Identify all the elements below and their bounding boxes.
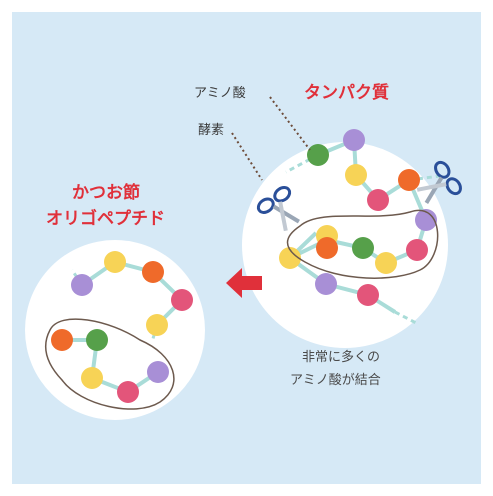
- amino-bead: [398, 169, 420, 191]
- amino-bead: [104, 251, 126, 273]
- amino-acid-label: アミノ酸: [194, 86, 246, 101]
- amino-bead: [352, 237, 374, 259]
- amino-bead: [117, 381, 139, 403]
- amino-bead: [279, 247, 301, 269]
- amino-bead: [345, 164, 367, 186]
- amino-bead: [315, 273, 337, 295]
- scissors-icon: [256, 186, 300, 232]
- enzyme-label: 酵素: [198, 123, 224, 138]
- product-title-line2: オリゴペプチド: [46, 208, 165, 229]
- amino-bead: [71, 274, 93, 296]
- oligopeptide-beads: [51, 251, 193, 403]
- amino-bead: [51, 329, 73, 351]
- amino-bead: [81, 367, 103, 389]
- amino-bead: [146, 314, 168, 336]
- amino-bead: [415, 209, 437, 231]
- protein-title: タンパク質: [304, 82, 389, 103]
- caption-line1: 非常に多くの: [302, 349, 380, 365]
- amino-bead: [343, 129, 365, 151]
- amino-bead: [142, 261, 164, 283]
- oligopeptide-outline: [286, 209, 439, 279]
- amino-bead: [367, 189, 389, 211]
- amino-leader: [269, 96, 311, 151]
- arrow-left-icon: [226, 268, 262, 298]
- protein-bond-ends: [285, 153, 441, 326]
- amino-bead: [147, 361, 169, 383]
- protein-beads: [279, 129, 437, 306]
- amino-bead: [307, 144, 329, 166]
- amino-bead: [406, 239, 428, 261]
- amino-bead: [357, 284, 379, 306]
- amino-bead: [171, 289, 193, 311]
- scissors-icon: [416, 160, 462, 204]
- amino-bead: [86, 329, 108, 351]
- product-title-line1: かつお節: [72, 182, 140, 203]
- oligopeptide-outline: [45, 318, 175, 410]
- caption-line2: アミノ酸が結合: [290, 373, 381, 388]
- amino-bead: [316, 237, 338, 259]
- amino-bead: [375, 252, 397, 274]
- enzyme-leader: [231, 132, 263, 181]
